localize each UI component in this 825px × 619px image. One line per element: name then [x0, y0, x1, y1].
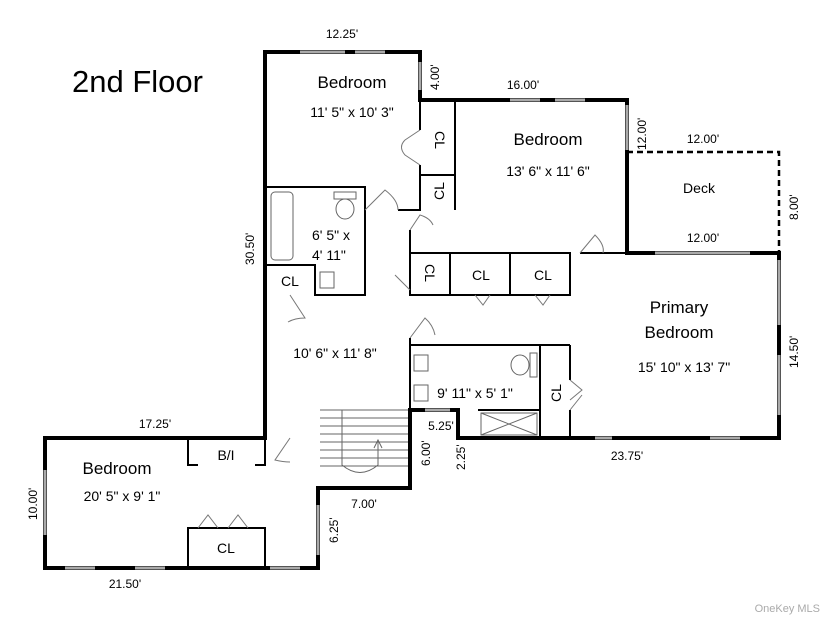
dimension-label: 6.00' — [419, 440, 433, 466]
toilet-tank-icon — [529, 352, 538, 378]
stairs-icon — [320, 409, 408, 473]
sink-icon — [319, 271, 335, 289]
closet-label: CL — [472, 267, 490, 283]
bathtub-icon — [270, 191, 294, 261]
dimension-label: 12.25' — [326, 27, 358, 41]
room-label: Bedroom — [514, 130, 583, 149]
sink-icon — [413, 354, 429, 372]
watermark: OneKey MLS — [755, 603, 820, 615]
room-size: 9' 11" x 5' 1" — [437, 385, 513, 401]
closet-label: CL — [534, 267, 552, 283]
room-label: Bedroom — [645, 323, 714, 342]
built-in-label: B/I — [217, 447, 234, 463]
room-label: Deck — [683, 180, 716, 196]
toilet-tank-icon — [333, 191, 357, 200]
dimension-label: 12.00' — [687, 132, 719, 146]
room-label: Bedroom — [83, 459, 152, 478]
walls — [43, 50, 781, 570]
closet-label: CL — [217, 540, 235, 556]
room-size: 10' 6" x 11' 8" — [293, 345, 377, 361]
dimension-label: 4.00' — [428, 64, 442, 90]
interior-walls — [187, 100, 627, 568]
dimension-label: 10.00' — [26, 488, 40, 520]
dimension-label: 23.75' — [611, 449, 643, 463]
closet-label: CL — [431, 182, 447, 200]
closet-label: CL — [281, 273, 299, 289]
dimension-label: 8.00' — [787, 194, 801, 220]
dimension-label: 16.00' — [507, 78, 539, 92]
fixtures — [270, 191, 538, 473]
dimension-label: 7.00' — [351, 497, 377, 511]
toilet-icon — [510, 354, 530, 376]
toilet-icon — [335, 198, 355, 220]
shower-icon — [480, 412, 538, 436]
room-size: 20' 5" x 9' 1" — [84, 488, 161, 504]
room-size: 13' 6" x 11' 6" — [506, 163, 590, 179]
room-size: 4' 11" — [312, 247, 346, 263]
room-label: Primary — [650, 298, 709, 317]
dimension-label: 12.00' — [687, 231, 719, 245]
dimension-label: 14.50' — [787, 336, 801, 368]
closet-label: CL — [548, 384, 564, 402]
dimension-label: 6.25' — [327, 517, 341, 543]
dimension-label: 17.25' — [139, 417, 171, 431]
dimension-label: 30.50' — [243, 233, 257, 265]
room-size: 6' 5" x — [312, 227, 350, 243]
doors — [197, 129, 604, 529]
room-size: 15' 10" x 13' 7" — [638, 359, 730, 375]
dimension-label: 12.00' — [635, 118, 649, 150]
floor-title: 2nd Floor — [72, 64, 203, 99]
sink-icon — [413, 384, 429, 402]
closet-label: CL — [422, 264, 438, 282]
closet-label: CL — [432, 131, 448, 149]
dimension-label: 5.25' — [428, 419, 454, 433]
dimension-label: 2.25' — [454, 444, 468, 470]
room-size: 11' 5" x 10' 3" — [310, 104, 394, 120]
room-label: Bedroom — [318, 73, 387, 92]
dimension-label: 21.50' — [109, 577, 141, 591]
